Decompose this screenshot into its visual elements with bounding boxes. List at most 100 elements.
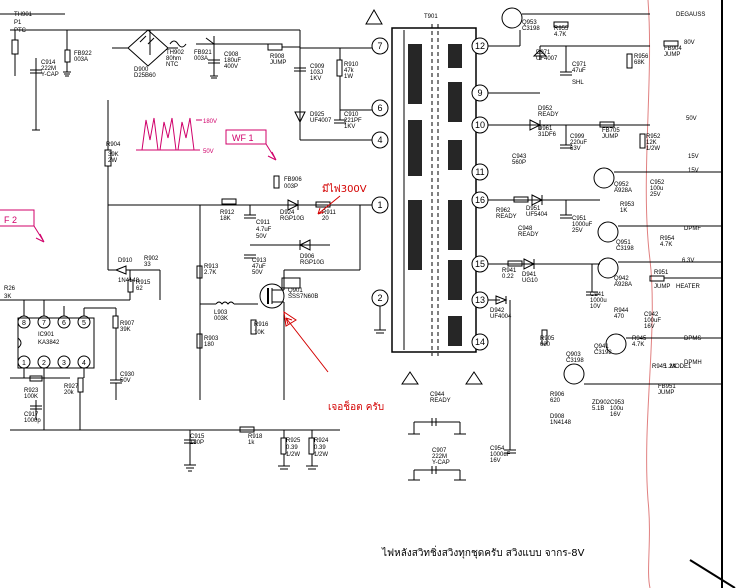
- q953-label: Q953: [522, 20, 537, 26]
- c941-type: 10V: [590, 304, 601, 310]
- q901-value: SSS7N60B: [288, 294, 318, 300]
- t-pin-2: 2: [377, 293, 382, 303]
- r952-value: 12K: [646, 140, 657, 146]
- out-heater: HEATER: [676, 284, 701, 290]
- ic-pin-2: 2: [42, 360, 46, 367]
- c971-value: 47uF: [572, 68, 586, 74]
- c907-type: Y-CAP: [432, 460, 450, 466]
- r904-value: 39K: [108, 152, 119, 158]
- d952-label: D952: [538, 106, 553, 112]
- r952-type: 1/2W: [646, 146, 660, 152]
- c953-type: 16V: [610, 412, 621, 418]
- wf1-box: [225, 129, 267, 145]
- r951-label: R951: [654, 270, 669, 276]
- th902-label: TH902: [166, 50, 185, 56]
- c952-label: C952: [650, 180, 665, 186]
- out-degauss: DEGAUSS: [676, 12, 705, 18]
- r924-type: 1/2W: [314, 452, 328, 458]
- r941-value: 0.22: [502, 274, 514, 280]
- ic-pin-3: 3: [62, 360, 66, 367]
- annotation-footer: ไฟหลังสวิทชิ่งสวิงทุกชุดครับ สวิงแบบ จาก…: [381, 545, 585, 559]
- d908-label: D908: [550, 414, 565, 420]
- wf1-label: WF 1: [232, 133, 254, 143]
- d900-value: D25B60: [134, 73, 156, 79]
- ic901-value: KA3842: [38, 340, 60, 346]
- r945-value: 4.7K: [632, 342, 644, 348]
- p1-label: P1: [14, 20, 22, 26]
- q901-label: Q901: [288, 288, 303, 294]
- fb951-value: JUMP: [658, 390, 674, 396]
- c952-value: 100u: [650, 186, 663, 192]
- d941-value: UG10: [522, 278, 538, 284]
- r954-label: R954: [660, 236, 675, 242]
- l903-value: 003K: [214, 316, 228, 322]
- mode-label: MODE1: [670, 364, 692, 370]
- r910-value: 47k: [344, 68, 355, 74]
- r907-value: 39K: [120, 327, 131, 333]
- r906-value: 620: [550, 398, 561, 404]
- r903-body: [196, 333, 203, 349]
- fb951-label: FB951: [658, 384, 676, 390]
- r927-value: 20k: [64, 390, 75, 396]
- c930-label: C930: [120, 372, 135, 378]
- q951-label: Q951: [616, 240, 631, 246]
- d906-label: D906: [300, 254, 315, 260]
- r962-label: R962: [496, 208, 511, 214]
- c913-label: C913: [252, 258, 267, 264]
- r923-body: [29, 375, 43, 382]
- c951-type: 25V: [572, 228, 583, 234]
- c909-value: 103J: [310, 70, 323, 76]
- c942-label: C942: [644, 312, 659, 318]
- r911-label: R911: [322, 210, 337, 216]
- primary-left: R904 39K 2W IC901 KA3842 8 7 6 5 1 2 3 4…: [0, 100, 161, 431]
- out-15v-b: 15V: [688, 168, 699, 174]
- t-pin-12: 12: [475, 41, 485, 51]
- c909-label: C909: [310, 64, 325, 70]
- r907-body: [112, 315, 119, 329]
- wf-annotations: WF 1 F 2: [0, 129, 277, 243]
- c971-type: SHL: [572, 80, 584, 86]
- d961-label: D961: [538, 126, 553, 132]
- l903-symbol: [215, 301, 235, 305]
- r916-label: R916: [254, 322, 269, 328]
- c971-label: C971: [572, 62, 587, 68]
- c941-label: C941: [590, 292, 605, 298]
- snubber: C909 103J 1KV R910 47k 1W D925 UF4007 C9…: [294, 48, 380, 141]
- out-80v: 80V: [684, 40, 695, 46]
- red-border-line: [645, 0, 653, 588]
- t-pin-16: 16: [475, 195, 485, 205]
- t-pin-7: 7: [377, 41, 382, 51]
- r26-label: R26: [4, 286, 16, 292]
- c944-value: READY: [430, 398, 451, 404]
- wf2-box: [0, 209, 35, 227]
- r913-label: R913: [204, 264, 219, 270]
- d906-value: RGP10G: [300, 260, 325, 266]
- r906-label: R906: [550, 392, 565, 398]
- r927-label: R927: [64, 384, 79, 390]
- c914-label: C914: [41, 60, 56, 66]
- c951-value: 1000uF: [572, 222, 593, 228]
- r925-label: R925: [286, 438, 301, 444]
- wf2-label: F 2: [4, 215, 17, 225]
- q942-value: A928A: [614, 282, 632, 288]
- bridge-rectifier: [127, 29, 169, 67]
- d900-label: D900: [134, 67, 149, 73]
- c913-value: 47uF: [252, 264, 266, 270]
- q953-body: [501, 7, 523, 29]
- c910-type: 1KV: [344, 124, 355, 130]
- r915-value: 62: [136, 286, 143, 292]
- primary-middle: R912 18K C911 4.7uF 50V D924 RGP10G R911…: [108, 175, 380, 472]
- c953-label: C953: [610, 400, 625, 406]
- fb904-label: FB904: [664, 46, 682, 52]
- fb921-value: 003A: [194, 56, 208, 62]
- c907-label: C907: [432, 448, 447, 454]
- heatsink-icon: [281, 277, 301, 289]
- r951-value: JUMP: [654, 284, 670, 290]
- q903-value: C3198: [566, 358, 584, 364]
- t-pin-10: 10: [475, 120, 485, 130]
- t-pin-4: 4: [377, 135, 382, 145]
- c954-label: C954: [490, 446, 505, 452]
- q901-body: [259, 283, 285, 309]
- c999-type: 63V: [570, 146, 581, 152]
- fb921-label: FB921: [194, 50, 212, 56]
